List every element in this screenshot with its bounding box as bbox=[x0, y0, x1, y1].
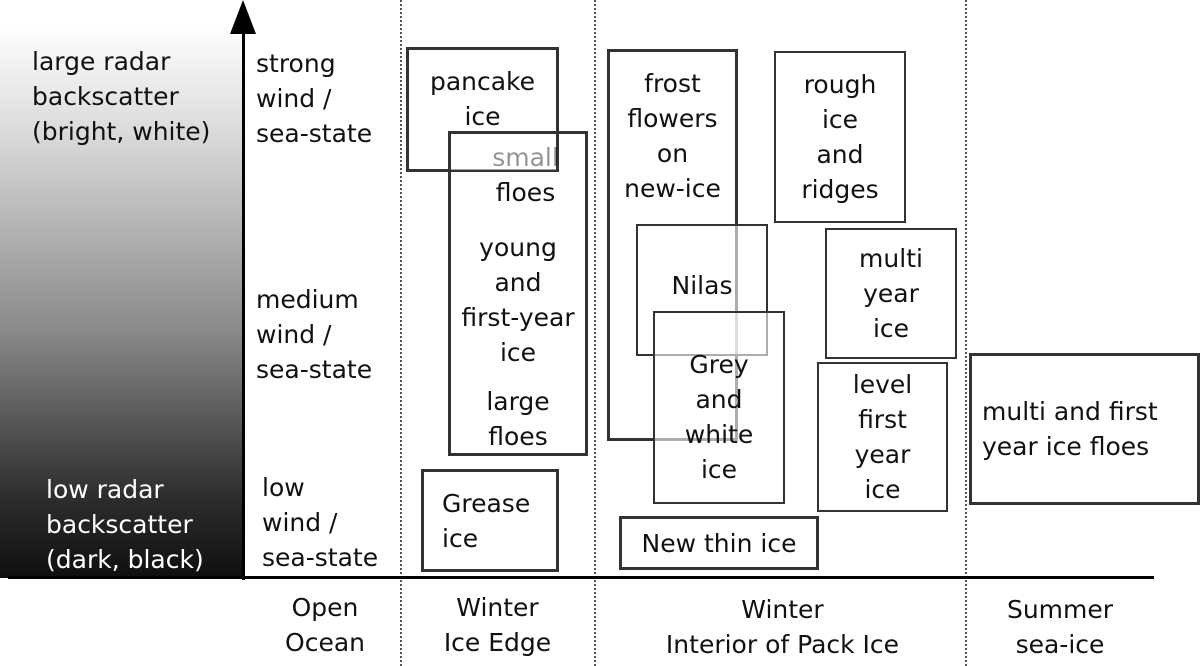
rough-ice-box: rough ice and ridges bbox=[774, 51, 906, 223]
nilas-label: Nilas bbox=[671, 271, 733, 300]
column-separator bbox=[400, 0, 402, 666]
floes-column-box: small floes young and first-year ice lar… bbox=[448, 131, 588, 456]
overlap-shading bbox=[451, 134, 556, 170]
multi-year-ice-label: multi year ice bbox=[859, 244, 923, 343]
level-first-year-ice-box: level first year ice bbox=[817, 362, 948, 512]
level-first-year-ice-label: level first year ice bbox=[852, 370, 913, 504]
category-winter-interior-pack-ice: Winter Interior of Pack Ice bbox=[665, 595, 900, 659]
backscatter-gradient-bar bbox=[0, 26, 244, 578]
horizontal-axis bbox=[8, 576, 1154, 579]
grey-white-ice-box: Grey and white ice bbox=[653, 311, 785, 504]
wind-strong-label: strong wind / sea-state bbox=[256, 49, 373, 148]
young-first-year-ice-label: young and first-year ice bbox=[461, 233, 575, 367]
column-separator bbox=[965, 0, 967, 666]
category-winter-ice-edge: Winter Ice Edge bbox=[443, 593, 552, 657]
wind-medium-label: medium wind / sea-state bbox=[256, 285, 373, 384]
grease-ice-box: Grease ice bbox=[421, 469, 559, 572]
pancake-ice-box: pancake ice bbox=[406, 47, 559, 172]
summer-ice-floes-box: multi and first year ice floes bbox=[969, 353, 1200, 505]
summer-ice-floes-label: multi and first year ice floes bbox=[982, 397, 1158, 461]
column-separator bbox=[594, 0, 596, 666]
large-floes-label: large floes bbox=[486, 387, 550, 451]
frost-flowers-label: frost flowers on new-ice bbox=[624, 69, 721, 203]
multi-year-ice-box: multi year ice bbox=[825, 228, 957, 359]
category-summer-sea-ice: Summer sea-ice bbox=[1006, 595, 1114, 659]
pancake-ice-label: pancake ice bbox=[429, 67, 536, 131]
vertical-axis bbox=[242, 22, 245, 580]
low-backscatter-label: low radar backscatter (dark, black) bbox=[46, 475, 204, 574]
grey-white-ice-label: Grey and white ice bbox=[684, 350, 754, 484]
rough-ice-label: rough ice and ridges bbox=[801, 70, 879, 204]
new-thin-ice-box: New thin ice bbox=[619, 516, 819, 570]
wind-low-label: low wind / sea-state bbox=[262, 473, 379, 572]
category-open-ocean: Open Ocean bbox=[285, 593, 365, 657]
new-thin-ice-label: New thin ice bbox=[641, 528, 797, 558]
grease-ice-label: Grease ice bbox=[442, 488, 531, 553]
high-backscatter-label: large radar backscatter (bright, white) bbox=[32, 47, 211, 146]
